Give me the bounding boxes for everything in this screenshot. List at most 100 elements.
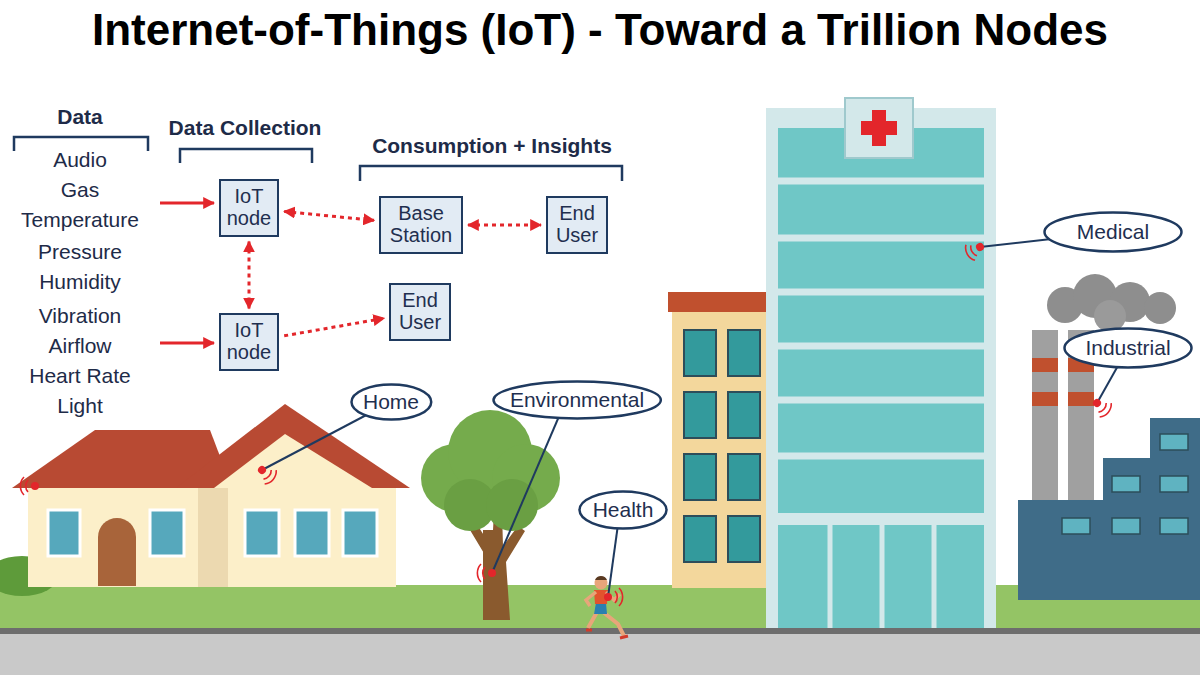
runner	[595, 576, 607, 580]
hospital	[778, 181, 984, 456]
factory	[1144, 292, 1176, 324]
sensor-signal	[20, 477, 39, 495]
sensor-signal	[20, 237, 1114, 606]
runner	[594, 603, 607, 614]
hospital	[778, 289, 984, 296]
callout-bubble: Environmental	[492, 380, 662, 420]
data-type: Heart Rate	[29, 364, 131, 387]
node-text: Industrial	[1085, 336, 1170, 359]
input-arrow	[160, 202, 214, 205]
hospital	[828, 525, 833, 628]
sensor-signal	[604, 588, 623, 606]
factory	[1018, 500, 1200, 600]
house	[198, 483, 228, 587]
tree	[421, 410, 560, 620]
data-type: Light	[57, 394, 103, 417]
apartment-building	[668, 292, 768, 312]
hospital	[932, 525, 937, 628]
node-text: IoT node	[227, 320, 272, 363]
node-text: Home	[363, 390, 419, 413]
tree	[486, 479, 538, 531]
factory	[1160, 434, 1188, 450]
apartment-building	[728, 454, 760, 500]
bracket	[360, 166, 622, 181]
process-box: End User	[546, 196, 608, 253]
callout-bubble: Home	[350, 383, 433, 421]
apartment-building	[684, 454, 716, 500]
house	[295, 510, 329, 556]
column-header: Data Collection	[169, 116, 322, 139]
node-text: Health	[593, 498, 654, 521]
hospital	[845, 98, 913, 158]
input-arrow	[160, 342, 214, 345]
factory	[1032, 358, 1094, 406]
house	[48, 510, 80, 556]
hospital	[778, 128, 984, 513]
process-box: Base Station	[379, 196, 463, 253]
factory	[1068, 392, 1094, 406]
data-type: Humidity	[39, 270, 121, 293]
callout-bubble: Medical	[1043, 211, 1183, 253]
house	[245, 510, 279, 556]
column-header: Data	[57, 105, 103, 128]
ground	[0, 634, 1200, 675]
data-type: Gas	[61, 178, 100, 201]
house	[28, 483, 396, 587]
house	[343, 510, 377, 556]
dotted-arrow	[468, 224, 541, 227]
callout-bubble: Health	[578, 490, 668, 530]
process-box: End User	[389, 283, 451, 340]
hospital	[861, 110, 897, 146]
factory	[1032, 392, 1058, 406]
factory	[1160, 518, 1188, 534]
factory	[1032, 330, 1058, 510]
hospital	[778, 178, 984, 185]
bracket	[180, 149, 312, 163]
sensor-signal	[253, 461, 279, 487]
column-header: Consumption + Insights	[372, 134, 612, 157]
factory	[1032, 358, 1058, 372]
factory	[1112, 518, 1140, 534]
apartment-building	[668, 292, 768, 588]
factory	[1018, 274, 1200, 600]
runner	[588, 612, 624, 636]
hospital	[766, 98, 996, 628]
apartment-building	[728, 516, 760, 562]
runner	[586, 592, 620, 606]
factory	[1150, 418, 1200, 468]
input-arrow	[160, 203, 214, 343]
callout-outline	[1065, 329, 1192, 368]
factory	[1062, 434, 1188, 534]
callout-outline	[493, 382, 660, 419]
apartment-building	[684, 516, 716, 562]
factory	[1160, 476, 1188, 492]
dotted-arrow	[248, 242, 251, 309]
sensor-signal	[477, 564, 496, 582]
sensor-signal	[1088, 394, 1114, 420]
apartment-building	[728, 392, 760, 438]
hospital	[778, 343, 984, 350]
node-text: Medical	[1077, 220, 1149, 243]
data-type: Vibration	[39, 304, 122, 327]
runner	[595, 577, 608, 590]
callout-outline	[351, 385, 431, 420]
house	[214, 434, 372, 488]
house	[98, 518, 136, 586]
hospital	[880, 525, 885, 628]
callout-bubble: Industrial	[1063, 327, 1193, 369]
dotted-arrow	[284, 211, 374, 220]
node-text: End User	[399, 290, 441, 333]
apartment-building	[684, 330, 760, 562]
hospital	[778, 525, 984, 628]
hospital	[830, 525, 934, 628]
sensor-signal	[963, 237, 988, 262]
apartment-building	[684, 392, 716, 438]
node-text: End User	[556, 203, 598, 246]
data-type: Audio	[53, 148, 107, 171]
callout-outline	[580, 492, 667, 529]
data-type: Temperature	[21, 208, 139, 231]
title: Internet-of-Things (IoT) - Toward a Tril…	[92, 6, 1108, 54]
node-text: Base Station	[390, 203, 452, 246]
